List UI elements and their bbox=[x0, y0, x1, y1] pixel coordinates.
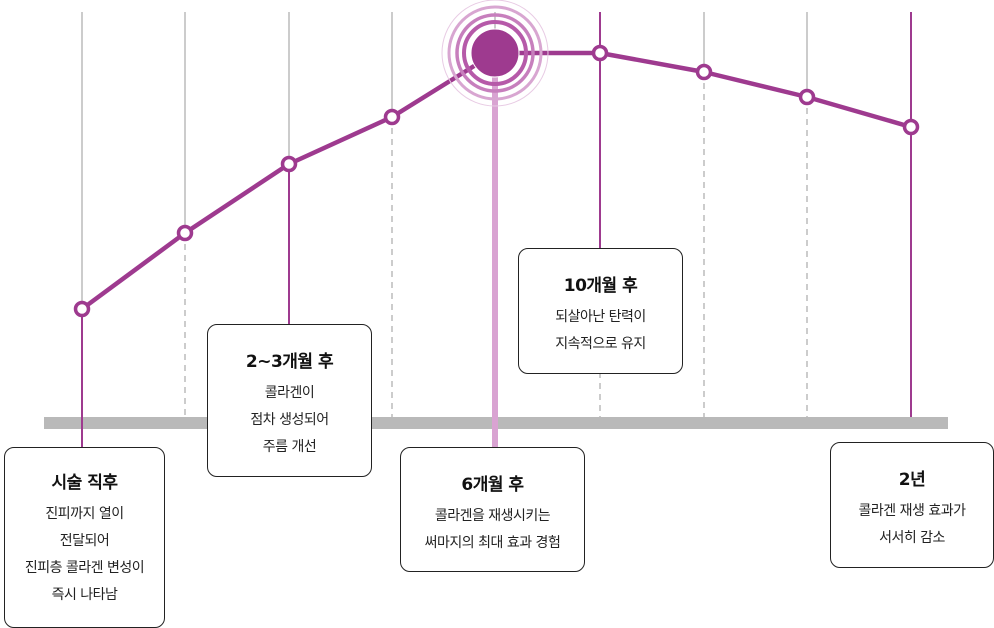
stage-text: 점차 생성되어 bbox=[250, 412, 329, 428]
pulse-ring bbox=[441, 0, 549, 107]
pulse-ring bbox=[447, 5, 543, 101]
stage-text: 콜라겐 재생 효과가 bbox=[858, 503, 966, 519]
stage-box-10-months: 10개월 후 되살아난 탄력이 지속적으로 유지 bbox=[518, 248, 683, 374]
stage-text: 되살아난 탄력이 bbox=[555, 309, 646, 325]
data-point bbox=[798, 88, 816, 106]
stage-title: 2년 bbox=[898, 470, 926, 490]
stage-text: 서서히 감소 bbox=[879, 530, 945, 546]
pulse-ring bbox=[455, 13, 535, 93]
peak-marker bbox=[470, 28, 520, 78]
data-point bbox=[695, 63, 713, 81]
stage-title: 10개월 후 bbox=[563, 276, 638, 296]
stage-text: 콜라겐이 bbox=[264, 385, 315, 401]
stage-text: 진피까지 열이 bbox=[45, 506, 124, 522]
stage-text: 지속적으로 유지 bbox=[555, 336, 646, 352]
stage-text: 전달되어 bbox=[59, 533, 110, 549]
data-point bbox=[176, 224, 194, 242]
stage-text: 주름 개선 bbox=[262, 439, 317, 455]
stage-text: 써마지의 최대 효과 경험 bbox=[424, 535, 561, 551]
stage-text: 진피층 콜라겐 변성이 bbox=[24, 560, 145, 576]
stage-title: 시술 직후 bbox=[51, 473, 118, 493]
stage-box-2-years: 2년 콜라겐 재생 효과가 서서히 감소 bbox=[830, 442, 994, 568]
stage-text: 즉시 나타남 bbox=[51, 587, 118, 603]
stage-box-2-3-months: 2~3개월 후 콜라겐이 점차 생성되어 주름 개선 bbox=[207, 324, 372, 477]
stage-title: 2~3개월 후 bbox=[245, 352, 334, 372]
data-point bbox=[902, 118, 920, 136]
stage-title: 6개월 후 bbox=[461, 475, 524, 495]
data-point bbox=[280, 155, 298, 173]
stage-box-6-months: 6개월 후 콜라겐을 재생시키는 써마지의 최대 효과 경험 bbox=[400, 447, 585, 572]
data-point bbox=[73, 300, 91, 318]
stage-box-immediate: 시술 직후 진피까지 열이 전달되어 진피층 콜라겐 변성이 즉시 나타남 bbox=[4, 447, 165, 628]
pulse-ring bbox=[462, 20, 528, 86]
data-point bbox=[383, 108, 401, 126]
stage-text: 콜라겐을 재생시키는 bbox=[434, 508, 551, 524]
data-point bbox=[591, 44, 609, 62]
